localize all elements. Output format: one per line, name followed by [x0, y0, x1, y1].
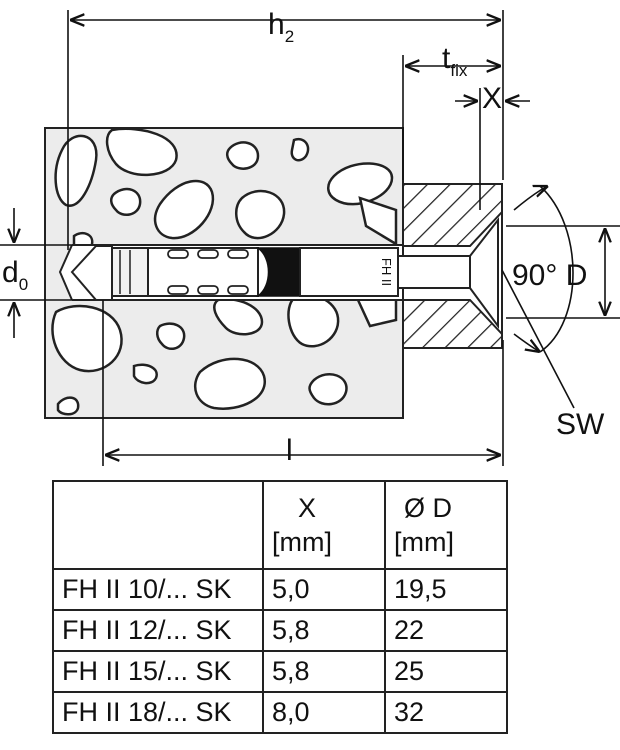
svg-text:h2: h2: [268, 8, 294, 46]
row-x: 5,0: [262, 568, 386, 611]
h2-subscript: 2: [285, 27, 294, 46]
table-header-row: X[mm] Ø D[mm]: [52, 480, 508, 570]
anchor-drawing: FH II: [0, 8, 620, 467]
svg-text:d0: d0: [2, 256, 28, 294]
sw-label: SW: [556, 408, 605, 441]
dimension-lines: [0, 10, 620, 466]
row-type: FH II 10/... SK: [52, 568, 264, 611]
table-header-d: Ø D[mm]: [384, 480, 508, 570]
row-d: 22: [384, 609, 508, 652]
spec-table: X[mm] Ø D[mm] FH II 10/... SK 5,0 19,5 F…: [52, 480, 508, 734]
table-row: FH II 18/... SK 8,0 32: [52, 691, 508, 734]
angle-label: 90° D: [512, 259, 587, 292]
svg-text:tfix: tfix: [442, 42, 468, 80]
row-type: FH II 15/... SK: [52, 650, 264, 693]
d0-subscript: 0: [19, 275, 28, 294]
row-type: FH II 18/... SK: [52, 691, 264, 734]
bolt-marking: FH II: [379, 258, 394, 286]
dimension-labels: h2 tfix X d0 90° D SW l: [2, 8, 605, 467]
table-row: FH II 10/... SK 5,0 19,5: [52, 568, 508, 611]
l-label: l: [286, 434, 293, 467]
table-header-x: X[mm]: [262, 480, 386, 570]
table-header-type: [52, 480, 264, 570]
row-d: 19,5: [384, 568, 508, 611]
table-row: FH II 15/... SK 5,8 25: [52, 650, 508, 693]
row-x: 5,8: [262, 650, 386, 693]
row-x: 8,0: [262, 691, 386, 734]
row-x: 5,8: [262, 609, 386, 652]
x-label: X: [482, 82, 502, 115]
d0-label: d: [2, 256, 19, 289]
h2-label: h: [268, 8, 285, 41]
row-d: 25: [384, 650, 508, 693]
row-type: FH II 12/... SK: [52, 609, 264, 652]
anchor-bolt: FH II: [70, 217, 499, 330]
row-d: 32: [384, 691, 508, 734]
table-row: FH II 12/... SK 5,8 22: [52, 609, 508, 652]
tfix-label: t: [442, 42, 451, 75]
tfix-subscript: fix: [450, 61, 468, 80]
